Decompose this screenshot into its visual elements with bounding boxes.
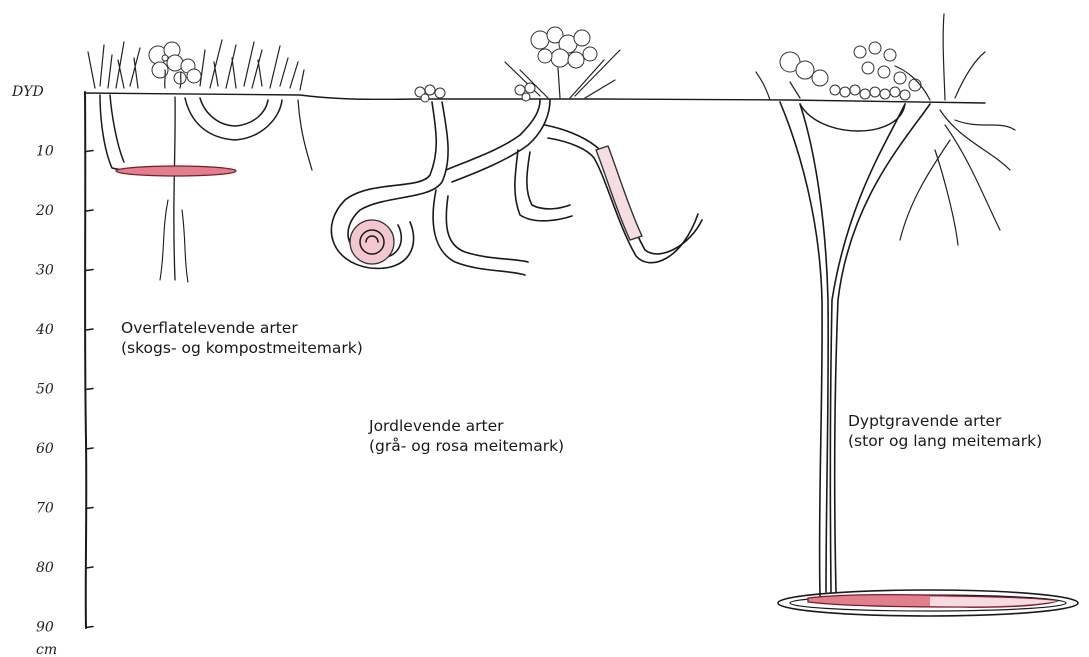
depth-tick-label-30: 30 [36, 263, 54, 279]
depth-tick-label-10: 10 [36, 144, 54, 160]
depth-axis-title: DYD [11, 84, 44, 100]
surface-dwellers-examples: (skogs- og kompostmeitemark) [121, 338, 363, 358]
depth-tick-label-20: 20 [35, 203, 54, 219]
depth-tick-60 [86, 448, 93, 449]
soil-dwellers-examples: (grå- og rosa meitemark) [369, 436, 564, 456]
surface-dweller-burrows [100, 95, 312, 282]
depth-tick-label-80: 80 [36, 560, 54, 576]
deep-burrow [778, 102, 1078, 616]
right-roots-icon [900, 110, 1015, 245]
surface-dwellers-name: Overflatelevende arter [121, 318, 363, 338]
depth-tick-70 [86, 508, 93, 509]
deep-burrowers-name: Dyptgravende arter [848, 411, 1042, 431]
ground-surface-line [85, 93, 985, 103]
depth-tick-90 [86, 627, 93, 628]
soil-worm [596, 146, 642, 240]
depth-tick-30 [86, 270, 93, 271]
depth-tick-label-70: 70 [36, 501, 54, 517]
depth-tick-20 [86, 210, 93, 211]
depth-tick-label-50: 50 [36, 382, 54, 398]
right-casts-icon [830, 85, 910, 100]
deep-burrowers-examples: (stor og lang meitemark) [848, 431, 1042, 451]
left-flower-icon [149, 42, 201, 88]
depth-axis-unit: cm [36, 642, 57, 657]
depth-tick-80 [86, 567, 93, 568]
deep-burrowers-label: Dyptgravende arter (stor og lang meitema… [848, 411, 1042, 451]
depth-axis: DYD 10 20 30 40 50 60 70 80 90 cm [11, 84, 93, 657]
depth-tick-50 [86, 389, 93, 390]
depth-tick-label-90: 90 [36, 620, 54, 636]
right-plant-icon [756, 14, 985, 100]
surface-worm [116, 166, 236, 176]
depth-tick-label-60: 60 [36, 441, 54, 457]
surface-dwellers-label: Overflatelevende arter (skogs- og kompos… [121, 318, 363, 358]
depth-axis-line [85, 92, 86, 628]
coiled-worm [350, 220, 394, 264]
soil-dwellers-name: Jordlevende arter [369, 416, 564, 436]
depth-tick-40 [86, 329, 93, 330]
soil-dwellers-label: Jordlevende arter (grå- og rosa meitemar… [369, 416, 564, 456]
depth-tick-label-40: 40 [35, 322, 54, 338]
depth-tick-10 [86, 151, 93, 152]
